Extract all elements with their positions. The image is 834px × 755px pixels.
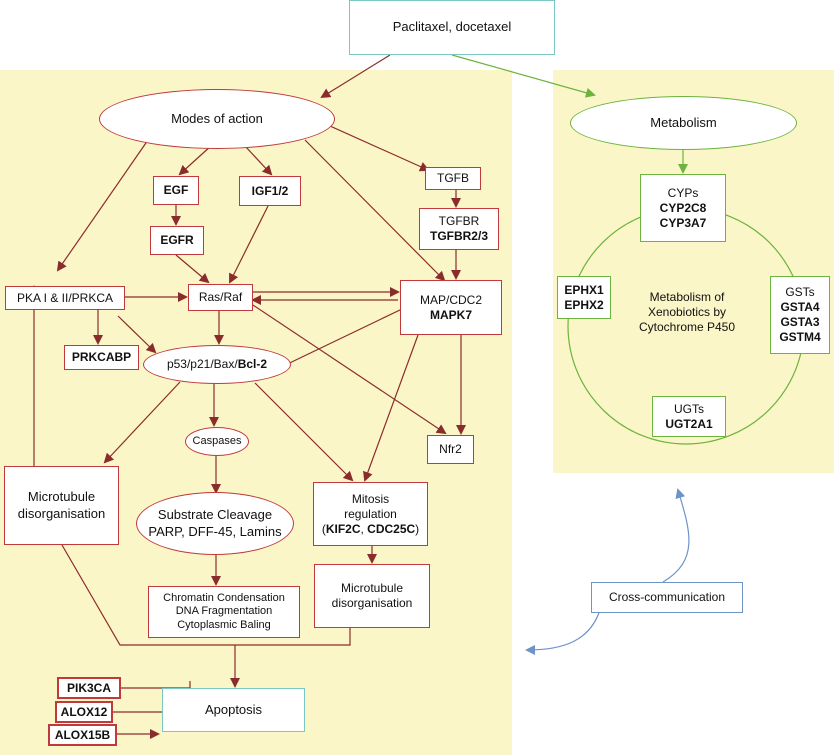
egfr-box: EGFR: [150, 226, 204, 255]
microtubule-1-label: Microtubule disorganisation: [17, 489, 106, 521]
egf-box: EGF: [153, 176, 199, 205]
ephx2-label: EPHX2: [564, 297, 604, 312]
egfr-label: EGFR: [160, 233, 194, 247]
rasraf-box: Ras/Raf: [188, 284, 253, 311]
chromatin-line2: DNA Fragmentation: [175, 605, 273, 618]
ephx1-label: EPHX1: [564, 282, 604, 297]
tgfb-label: TGFB: [437, 171, 469, 185]
cyps-box: CYPs CYP2C8 CYP3A7: [640, 174, 726, 242]
rasraf-label: Ras/Raf: [198, 290, 243, 304]
gstm4-label: GSTM4: [779, 330, 821, 344]
cyps-label: CYPs: [667, 185, 699, 200]
drug-box: Paclitaxel, docetaxel: [349, 0, 555, 55]
igf-label: IGF1/2: [251, 183, 289, 198]
nfr2-label: Nfr2: [439, 442, 462, 456]
ugts-label: UGTs: [674, 401, 704, 416]
alox15b-label: ALOX15B: [54, 727, 111, 742]
cdc25c-label: CDC25C: [367, 521, 416, 536]
center-line1: Metabolism of: [649, 290, 725, 304]
pik3ca-box: PIK3CA: [57, 677, 121, 699]
alox12-label: ALOX12: [60, 704, 108, 719]
drug-label: Paclitaxel, docetaxel: [392, 19, 512, 35]
paren-close: ): [415, 521, 420, 536]
kif2c-label: KIF2C: [325, 521, 361, 536]
metabolism-title: Metabolism: [650, 114, 717, 130]
prkcabp-box: PRKCABP: [64, 345, 139, 370]
cross-communication-label: Cross-communication: [608, 590, 726, 604]
center-line3: Cytochrome P450: [638, 320, 736, 334]
ephx-box: EPHX1 EPHX2: [557, 276, 611, 319]
bcl2-label: Bcl-2: [237, 357, 268, 371]
tgfbr23-label: TGFBR2/3: [429, 229, 488, 243]
cross-communication-box: Cross-communication: [591, 582, 743, 613]
caspases-ellipse: Caspases: [185, 427, 249, 456]
substrate-sub: PARP, DFF-45, Lamins: [148, 523, 282, 539]
alox15b-box: ALOX15B: [48, 724, 117, 746]
gsta3-label: GSTA3: [780, 315, 820, 329]
pka-box: PKA I & II/PRKCA: [5, 286, 125, 310]
mapcdc2-label: MAP/CDC2: [419, 292, 482, 307]
mitosis-genes: (KIF2C, CDC25C): [322, 522, 419, 537]
pik3ca-label: PIK3CA: [66, 680, 111, 695]
modes-of-action-ellipse: Modes of action: [99, 89, 335, 149]
gsta4-label: GSTA4: [780, 300, 820, 314]
cyp2c8-label: CYP2C8: [659, 200, 707, 215]
chromatin-box: Chromatin Condensation DNA Fragmentation…: [148, 586, 300, 638]
tgfbr-box: TGFBR TGFBR2/3: [419, 208, 499, 250]
substrate-title: Substrate Cleavage: [157, 507, 273, 523]
prkcabp-label: PRKCABP: [71, 350, 132, 364]
ugts-box: UGTs UGT2A1: [652, 396, 726, 437]
apoptosis-box: Apoptosis: [162, 688, 305, 732]
apoptosis-label: Apoptosis: [204, 701, 263, 717]
p53-prefix-label: p53/p21/Bax/: [166, 357, 238, 371]
mitosis-line2: regulation: [344, 506, 397, 521]
comma: ,: [360, 521, 368, 536]
tgfb-box: TGFB: [425, 167, 481, 190]
mitosis-line1: Mitosis: [351, 491, 390, 506]
microtubule-box-2: Microtubule disorganisation: [314, 564, 430, 628]
microtubule-2-label: Microtubule disorganisation: [331, 581, 413, 610]
microtubule-box-1: Microtubule disorganisation: [4, 466, 119, 545]
caspases-label: Caspases: [192, 434, 242, 447]
alox12-box: ALOX12: [55, 701, 113, 723]
paren-open: (: [321, 521, 326, 536]
chromatin-line3: Cytoplasmic Baling: [177, 618, 271, 631]
ugt2a1-label: UGT2A1: [665, 416, 713, 431]
center-line2: Xenobiotics by: [647, 305, 727, 319]
metabolism-ellipse: Metabolism: [570, 96, 797, 150]
mitosis-box: Mitosis regulation (KIF2C, CDC25C): [313, 482, 428, 546]
p53-text: p53/p21/Bax/Bcl-2: [167, 357, 267, 372]
egf-label: EGF: [163, 183, 189, 197]
gsts-label: GSTs: [785, 285, 815, 299]
metabolism-center-text: Metabolism of Xenobiotics by Cytochrome …: [620, 290, 754, 335]
igf-box: IGF1/2: [239, 176, 301, 206]
tgfbr-label: TGFBR: [438, 214, 480, 228]
gsts-box: GSTs GSTA4 GSTA3 GSTM4: [770, 276, 830, 354]
substrate-cleavage-ellipse: Substrate Cleavage PARP, DFF-45, Lamins: [136, 492, 294, 555]
cyp3a7-label: CYP3A7: [659, 215, 707, 230]
mapcdc2-box: MAP/CDC2 MAPK7: [400, 280, 502, 335]
chromatin-line1: Chromatin Condensation: [163, 592, 285, 605]
mapk7-label: MAPK7: [429, 307, 472, 322]
modes-of-action-title: Modes of action: [171, 110, 263, 126]
p53-ellipse: p53/p21/Bax/Bcl-2: [143, 345, 291, 384]
nfr2-box: Nfr2: [427, 435, 474, 464]
pka-label: PKA I & II/PRKCA: [16, 290, 114, 305]
